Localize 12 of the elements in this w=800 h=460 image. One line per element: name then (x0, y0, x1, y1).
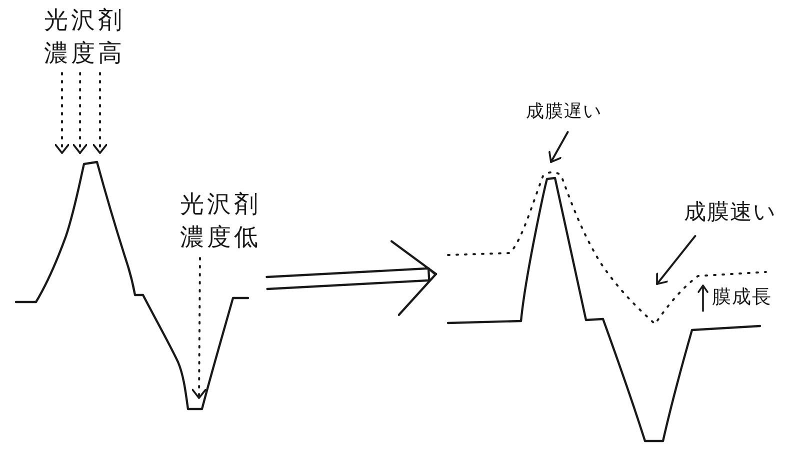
double-arrow (266, 240, 438, 316)
arrow (656, 235, 696, 285)
dotted-arrow (192, 257, 206, 399)
annotation-text: 膜成長 (712, 285, 772, 310)
annotation-text: 光沢剤濃度高 (44, 4, 128, 70)
dotted-arrow (92, 72, 108, 154)
arrow (548, 131, 569, 163)
annotation-text: 成膜遅い (526, 100, 602, 124)
dotted-arrow (54, 72, 70, 154)
dotted-arrow (72, 72, 88, 154)
annotation-text: 光沢剤濃度低 (180, 188, 264, 254)
annotation-text: 成膜速い (684, 200, 777, 226)
